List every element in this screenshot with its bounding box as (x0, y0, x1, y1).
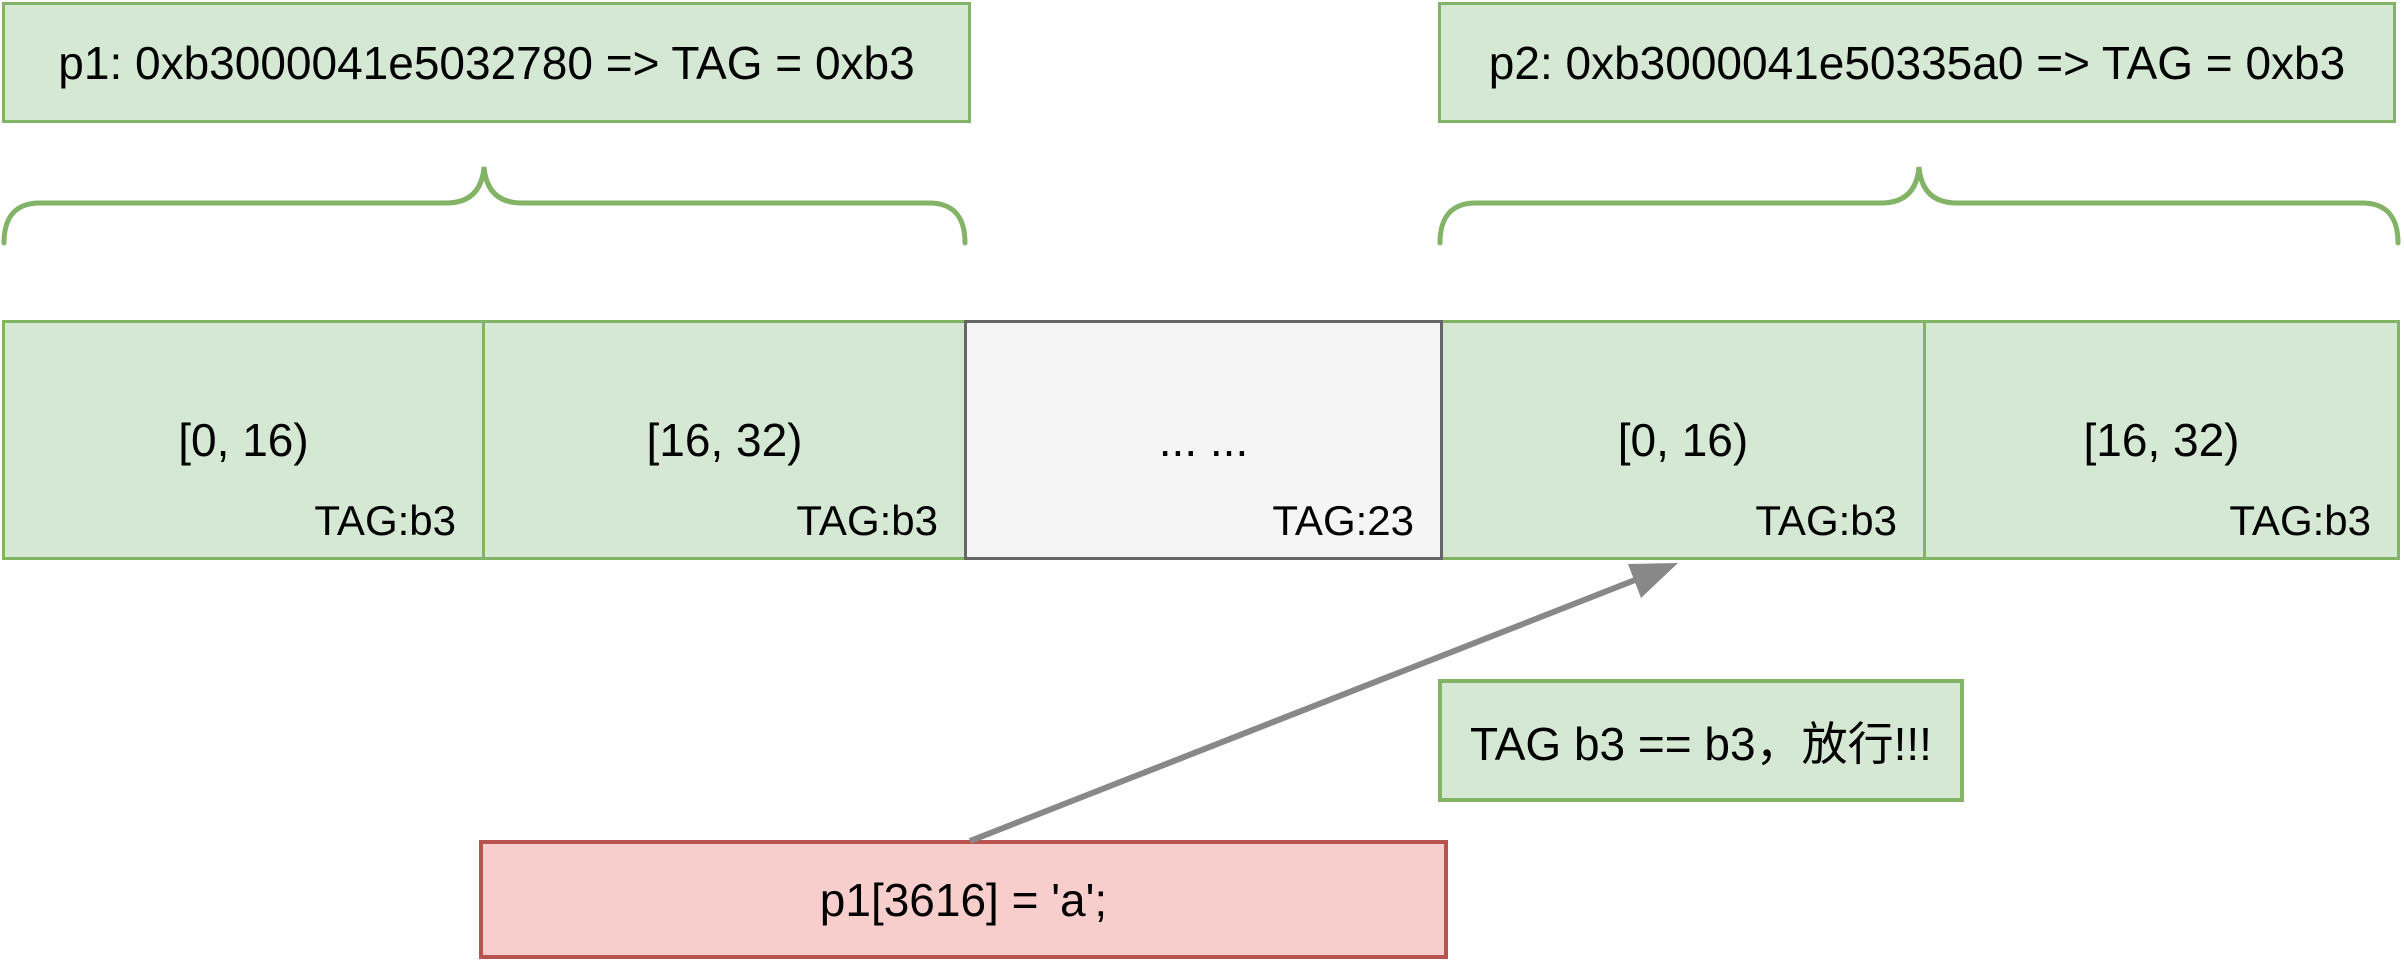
cell-tag-label: TAG:b3 (2229, 497, 2371, 544)
memory-cell: [0, 16) TAG:b3 (1440, 320, 1926, 560)
cell-range-label: [16, 32) (646, 414, 803, 466)
cell-range-label: [0, 16) (1617, 414, 1749, 466)
tag-check-pass-box: TAG b3 == b3，放行!!! (1438, 679, 1964, 802)
memory-cell: [16, 32) TAG:b3 (1923, 320, 2400, 560)
cell-range-label: [0, 16) (178, 414, 309, 466)
cell-tag-label: TAG:b3 (796, 497, 938, 544)
memory-cell-other: ... ... TAG:23 (964, 320, 1443, 560)
right-brace-icon (1437, 166, 2401, 246)
cell-tag-label: TAG:b3 (1755, 497, 1897, 544)
memory-cell: [16, 32) TAG:b3 (482, 320, 967, 560)
cell-range-label: [16, 32) (2083, 414, 2240, 466)
cell-range-label: ... ... (1158, 414, 1249, 466)
tag-check-pass-label: TAG b3 == b3，放行!!! (1470, 717, 1932, 770)
cell-tag-label: TAG:b3 (314, 497, 456, 544)
pointer-box-p1-label: p1: 0xb3000041e5032780 => TAG = 0xb3 (58, 36, 915, 89)
pointer-box-p2-label: p2: 0xb3000041e50335a0 => TAG = 0xb3 (1488, 36, 2346, 89)
cell-tag-label: TAG:23 (1272, 497, 1414, 544)
left-brace-icon (1, 166, 968, 246)
pointer-box-p1: p1: 0xb3000041e5032780 => TAG = 0xb3 (2, 2, 971, 123)
store-code-label: p1[3616] = 'a'; (819, 873, 1108, 926)
store-code-box: p1[3616] = 'a'; (479, 840, 1448, 959)
pointer-box-p2: p2: 0xb3000041e50335a0 => TAG = 0xb3 (1438, 2, 2396, 123)
memory-cell: [0, 16) TAG:b3 (2, 320, 485, 560)
